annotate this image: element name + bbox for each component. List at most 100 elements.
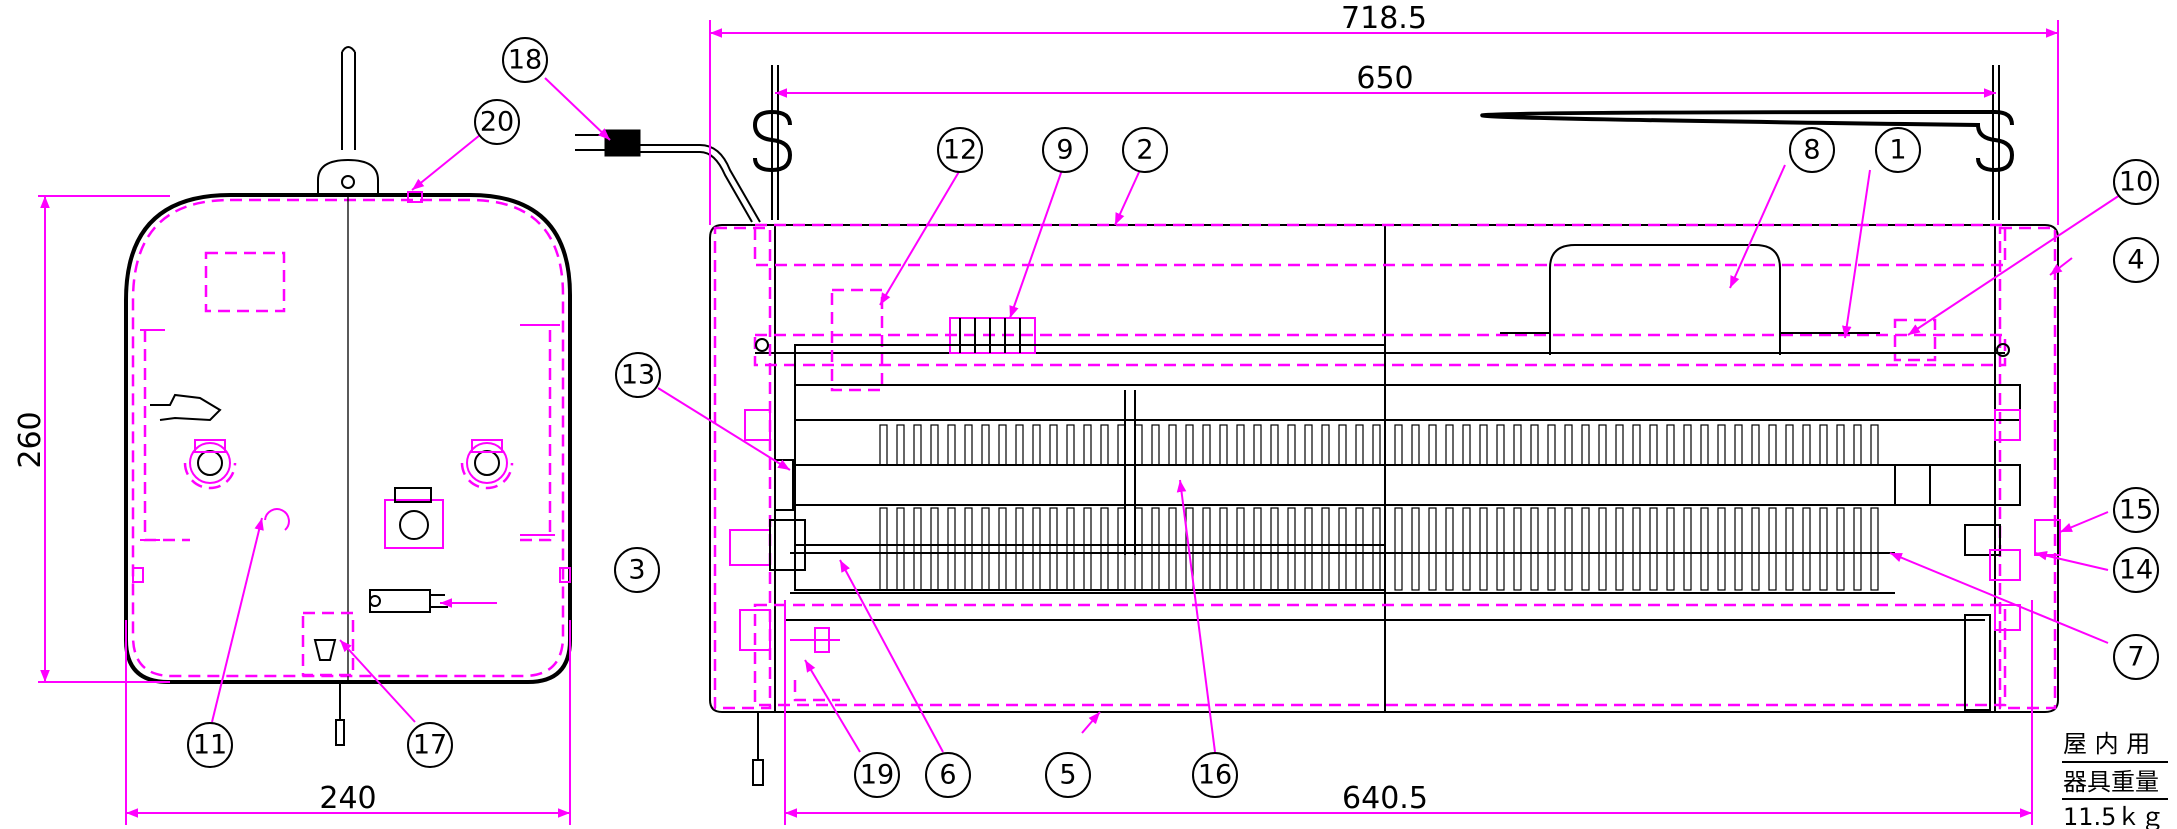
grid-bar bbox=[1513, 424, 1522, 466]
grid-bar bbox=[913, 507, 922, 591]
grid-bar bbox=[1751, 507, 1760, 591]
balloon-5: 5 bbox=[1045, 752, 1091, 798]
grid-bar bbox=[1598, 424, 1607, 466]
grid-bar bbox=[1462, 507, 1471, 591]
side-right-rail bbox=[515, 330, 552, 542]
grid-bar bbox=[1564, 424, 1573, 466]
grid-bar bbox=[1083, 424, 1092, 466]
note-weight-value: 11.5ｋｇ bbox=[2063, 803, 2164, 829]
grid-bar bbox=[1836, 507, 1845, 591]
grid-bar bbox=[1100, 424, 1109, 466]
grid-bar bbox=[1496, 507, 1505, 591]
grid-bar bbox=[1219, 507, 1228, 591]
grid-bar bbox=[947, 507, 956, 591]
part-17-switch bbox=[301, 611, 355, 677]
grid-bar bbox=[1581, 424, 1590, 466]
grid-bar bbox=[1428, 424, 1437, 466]
front-tube-end-right bbox=[1894, 464, 1931, 506]
grid-bar bbox=[1683, 507, 1692, 591]
balloon-12: 12 bbox=[937, 127, 983, 173]
grid-bar bbox=[1015, 507, 1024, 591]
grid-bar bbox=[1151, 424, 1160, 466]
svg-text:18: 18 bbox=[508, 45, 542, 76]
note-indoor-use: 屋 内 用 bbox=[2063, 730, 2150, 758]
svg-text:3: 3 bbox=[628, 555, 645, 586]
grid-bar bbox=[1870, 424, 1879, 466]
front-grid-bars-right bbox=[1394, 424, 1879, 591]
grid-bar bbox=[1564, 507, 1573, 591]
grid-bar bbox=[1785, 507, 1794, 591]
grid-bar bbox=[1428, 507, 1437, 591]
part-2-top-channel bbox=[753, 223, 2007, 267]
grid-bar bbox=[1185, 424, 1194, 466]
balloon-4: 4 bbox=[2113, 237, 2159, 283]
grid-bar bbox=[1015, 424, 1024, 466]
part-12-holder bbox=[830, 288, 884, 392]
note-weight-label: 器具重量 bbox=[2063, 768, 2159, 796]
balloon-3: 3 bbox=[614, 547, 660, 593]
grid-bar bbox=[1734, 507, 1743, 591]
grid-bar bbox=[1287, 424, 1296, 466]
grid-bar bbox=[1321, 507, 1330, 591]
svg-text:2: 2 bbox=[1136, 135, 1153, 166]
part-11-earth-mark bbox=[264, 508, 290, 531]
front-s-hook-right bbox=[1480, 65, 2015, 220]
balloon-20: 20 bbox=[474, 99, 520, 145]
front-screw-left bbox=[755, 338, 769, 352]
grid-bar bbox=[1445, 424, 1454, 466]
grid-bar bbox=[1338, 507, 1347, 591]
grid-bar bbox=[1134, 507, 1143, 591]
grid-bar bbox=[1338, 424, 1347, 466]
grid-bar bbox=[1394, 507, 1403, 591]
grid-bar bbox=[1479, 424, 1488, 466]
balloon-10: 10 bbox=[2113, 159, 2159, 205]
grid-bar bbox=[1632, 507, 1641, 591]
side-hanger-bolt bbox=[341, 175, 355, 189]
balloon-19: 19 bbox=[854, 752, 900, 798]
dim-718-5: 718.5 bbox=[1341, 1, 1427, 36]
svg-text:6: 6 bbox=[939, 760, 956, 791]
balloon-1: 1 bbox=[1875, 127, 1921, 173]
grid-bar bbox=[1066, 424, 1075, 466]
grid-bar bbox=[1581, 507, 1590, 591]
svg-text:8: 8 bbox=[1803, 135, 1820, 166]
part-19-fitting bbox=[790, 627, 840, 702]
balloon-9: 9 bbox=[1042, 127, 1088, 173]
side-terminal bbox=[369, 589, 448, 613]
svg-text:13: 13 bbox=[621, 360, 655, 391]
grid-bar bbox=[1049, 507, 1058, 591]
grid-bar bbox=[1202, 507, 1211, 591]
balloon-11: 11 bbox=[187, 722, 233, 768]
part-18-power-plug bbox=[575, 129, 761, 223]
grid-bar bbox=[981, 424, 990, 466]
grid-bar bbox=[1717, 424, 1726, 466]
svg-text:14: 14 bbox=[2119, 555, 2153, 586]
svg-text:5: 5 bbox=[1059, 760, 1076, 791]
dimension-640-5: 640.5 bbox=[784, 600, 2033, 825]
dimension-650: 650 bbox=[775, 61, 1996, 98]
grid-bar bbox=[1853, 424, 1862, 466]
grid-bar bbox=[1049, 424, 1058, 466]
part-5-bottom-channel bbox=[753, 603, 2007, 707]
grid-bar bbox=[879, 507, 888, 591]
grid-bar bbox=[1219, 424, 1228, 466]
part-10-connector bbox=[1893, 318, 1937, 362]
grid-bar bbox=[1168, 507, 1177, 591]
grid-bar bbox=[930, 424, 939, 466]
grid-bar bbox=[964, 507, 973, 591]
grid-bar bbox=[1253, 424, 1262, 466]
grid-bar bbox=[998, 424, 1007, 466]
grid-bar bbox=[1355, 507, 1364, 591]
grid-bar bbox=[1649, 507, 1658, 591]
grid-bar bbox=[1700, 424, 1709, 466]
front-left-endcap bbox=[713, 226, 772, 710]
grid-bar bbox=[1321, 424, 1330, 466]
side-clip bbox=[132, 567, 144, 583]
grid-bar bbox=[1802, 424, 1811, 466]
grid-bar bbox=[1304, 507, 1313, 591]
front-s-hook-left bbox=[752, 65, 793, 220]
part-balloons: 1 2 3 4 5 6 7 8 9 10 11 12 13 14 15 16 1… bbox=[187, 37, 2159, 798]
grid-bar bbox=[1700, 507, 1709, 591]
grid-bar bbox=[879, 424, 888, 466]
usage-note: 屋 内 用 器具重量 11.5ｋｇ bbox=[2062, 730, 2168, 829]
